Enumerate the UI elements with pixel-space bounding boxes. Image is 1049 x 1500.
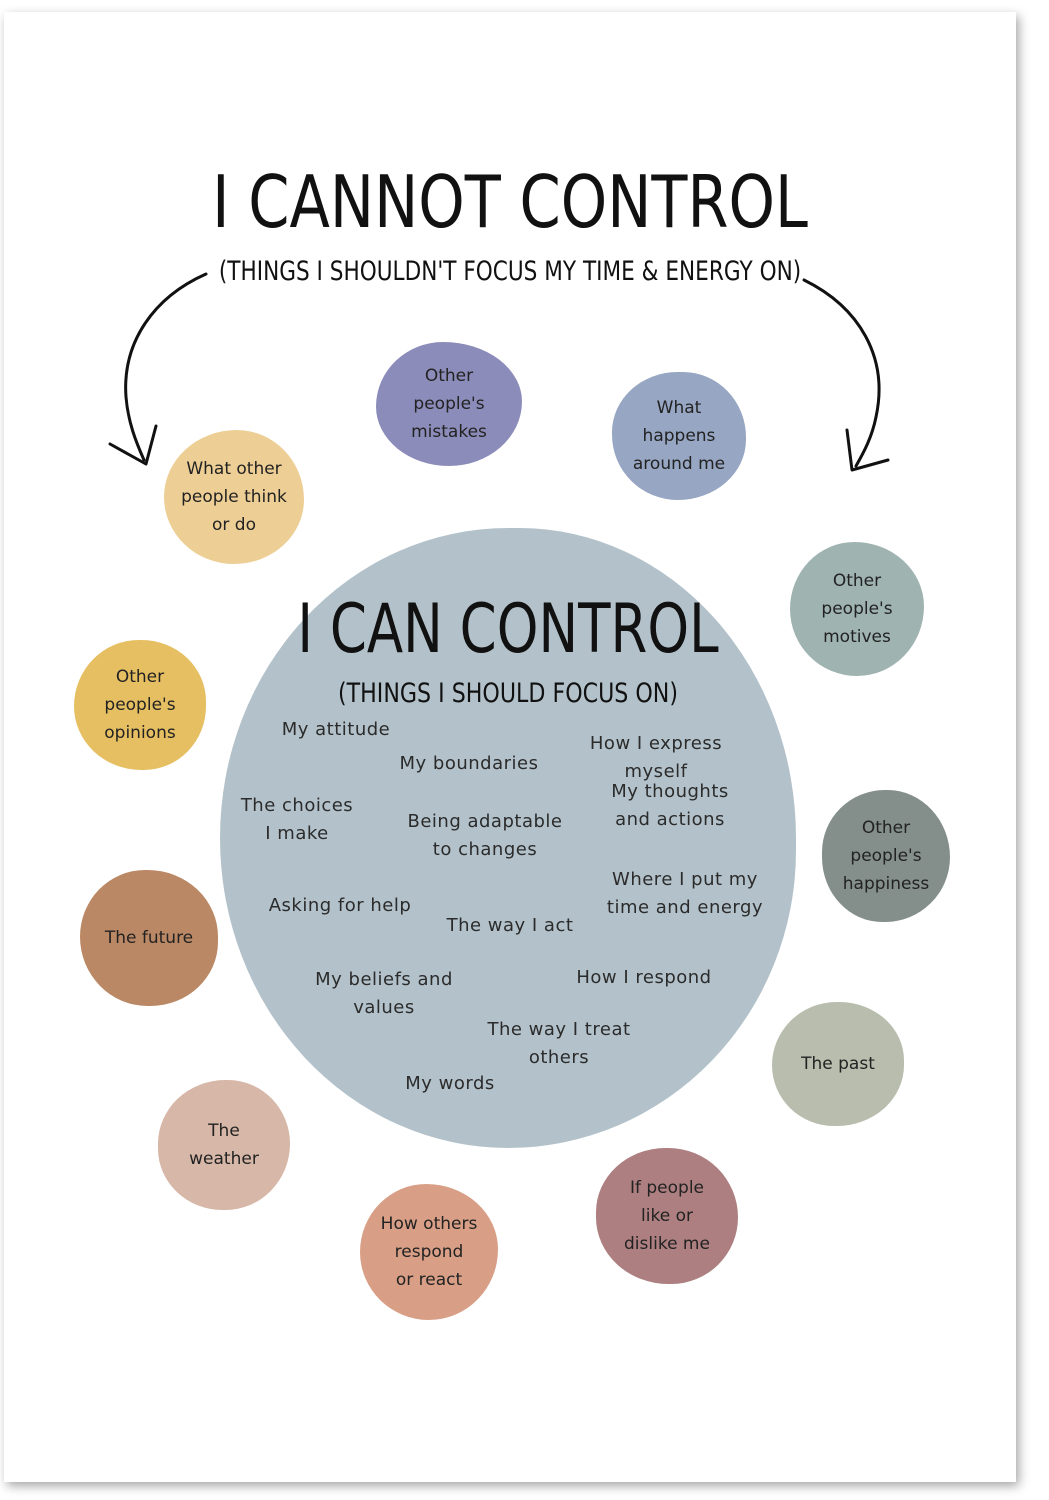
cannot-item-future: The future (80, 870, 218, 1006)
left-arrowhead (108, 424, 158, 466)
cannot-item-around-me-label: What happens around me (632, 398, 726, 474)
cannot-item-past-label: The past (801, 1054, 875, 1074)
right-curved-arrow (802, 278, 881, 468)
can-item-help: Asking for help (268, 895, 412, 916)
cannot-item-respond-react: How others respond or react (360, 1184, 498, 1320)
can-item-treat: The way I treat others (487, 1019, 631, 1068)
cannot-item-weather: The weather (158, 1080, 290, 1210)
cannot-item-future-label: The future (104, 928, 194, 948)
arrows (108, 272, 890, 472)
can-item-boundaries: My boundaries (399, 753, 539, 774)
right-arrowhead (845, 428, 890, 472)
can-item-attitude: My attitude (281, 719, 391, 740)
cannot-control-title: I CANNOT CONTROL (212, 160, 808, 244)
can-item-respond: How I respond (576, 967, 712, 988)
cannot-item-respond-react-label: How others respond or react (380, 1214, 478, 1290)
cannot-item-like-dislike-label: If people like or dislike me (624, 1178, 710, 1254)
can-item-express: How I express myself (589, 733, 723, 782)
can-item-words: My words (405, 1073, 495, 1094)
can-control-title: I CAN CONTROL (297, 590, 719, 669)
can-item-adaptable: Being adaptable to changes (407, 811, 563, 860)
poster: I CANNOT CONTROL (THINGS I SHOULDN'T FOC… (4, 12, 1016, 1482)
can-item-act: The way I act (446, 915, 574, 936)
cannot-item-like-dislike: If people like or dislike me (596, 1148, 738, 1284)
cannot-item-happiness: Other people's happiness (822, 790, 950, 922)
can-item-energy: Where I put my time and energy (606, 869, 764, 918)
left-curved-arrow (124, 272, 208, 462)
cannot-item-opinions-label: Other people's opinions (104, 667, 176, 743)
can-item-thoughts: My thoughts and actions (611, 781, 729, 830)
cannot-item-weather-label: The weather (189, 1121, 259, 1169)
cannot-item-around-me: What happens around me (612, 372, 746, 500)
can-item-beliefs: My beliefs and values (315, 969, 453, 1018)
cannot-item-motives: Other people's motives (790, 542, 924, 676)
cannot-item-opinions: Other people's opinions (74, 640, 206, 770)
cannot-item-past: The past (772, 1002, 904, 1126)
cannot-item-mistakes-label: Other people's mistakes (411, 366, 487, 442)
cannot-item-motives-label: Other people's motives (821, 571, 893, 647)
can-item-choices: The choices I make (240, 795, 354, 844)
cannot-item-mistakes: Other people's mistakes (376, 342, 522, 466)
cannot-item-happiness-label: Other people's happiness (842, 818, 930, 894)
can-control-subtitle: (THINGS I SHOULD FOCUS ON) (337, 678, 679, 709)
cannot-item-think-or-do-label: What other people think or do (181, 459, 287, 535)
can-control-circle (220, 528, 796, 1148)
cannot-item-think-or-do: What other people think or do (164, 430, 304, 564)
cannot-control-subtitle: (THINGS I SHOULDN'T FOCUS MY TIME & ENER… (218, 256, 802, 287)
